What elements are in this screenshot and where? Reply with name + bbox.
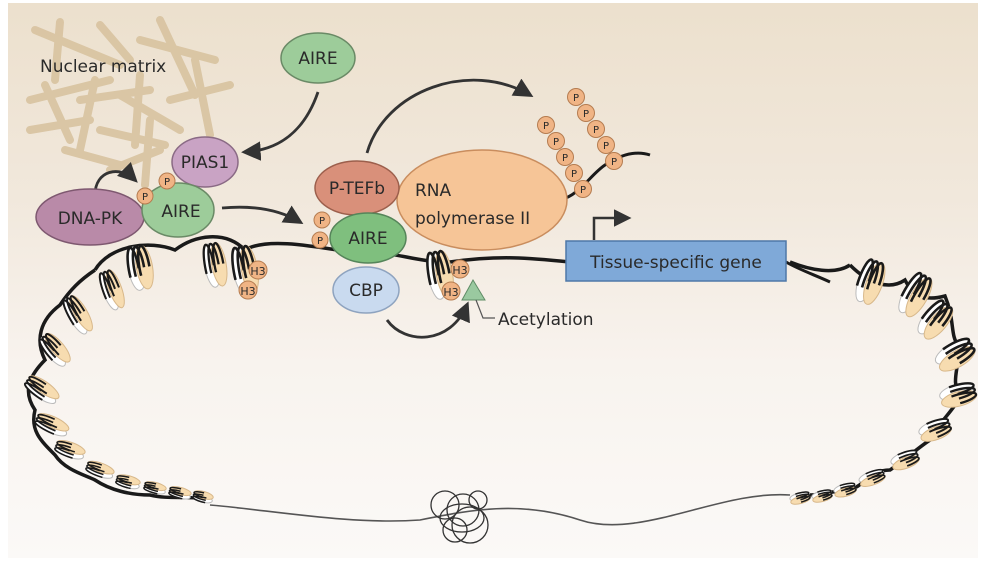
phospho-circle [567,88,585,106]
protein-rna-polymerase-ii: RNA polymerase II [396,149,568,251]
nucleosome [115,474,141,490]
phospho-circle [574,180,592,198]
phospho-circle [597,136,615,154]
svg-text:DNA-PK: DNA-PK [58,209,123,229]
protein-aire-complex: AIRE [329,212,407,264]
condensed-dna-tangle [430,490,489,544]
phospho-label: P [543,121,549,132]
nucleosome [889,449,920,471]
protein-pias1: PIAS1 [171,136,239,188]
nucleosome [168,486,192,500]
phospho-circle [537,116,555,134]
phospho-label: P [562,153,568,164]
protein-dna-pk: DNA-PK [35,188,145,246]
svg-text:RNA: RNA [415,181,452,201]
phospho-group-aire-bound: P P [136,172,176,205]
nucleosome [38,332,71,368]
arrow-aire-to-complex [221,205,304,225]
svg-text:AIRE: AIRE [298,49,337,69]
gene-label: Tissue-specific gene [589,253,762,273]
histone-h3-label: H3 [452,264,467,277]
diagram-background [8,3,978,558]
acetylation-label: Acetylation [498,310,594,330]
phospho-circle [556,148,574,166]
nucleosome [933,337,976,372]
nucleosome [192,490,214,504]
arrow-aire-to-pias1 [241,91,320,161]
nucleosome [854,258,886,306]
svg-text:P: P [142,192,148,203]
phospho-label: P [611,157,617,168]
nucleosome [789,491,811,505]
phospho-label: P [603,141,609,152]
phospho-label: P [553,137,559,148]
protein-aire-bound: AIRE [141,182,215,238]
phospho-label: P [571,169,577,180]
nucleosome [811,489,833,503]
histone-h3-group-left: H3 H3 [238,260,268,300]
phospho-group-aire-complex: P P [311,211,331,249]
svg-text:P-TEFb: P-TEFb [329,179,385,199]
svg-text:AIRE: AIRE [348,229,387,249]
nuclear-matrix-label: Nuclear matrix [40,57,166,77]
phospho-label: P [580,185,586,196]
phospho-circle [565,164,583,182]
nucleosome [143,481,167,495]
dna-lower-strand [209,493,791,526]
svg-text:P: P [164,177,170,188]
nucleosomes [23,241,978,505]
nucleosome [917,417,952,442]
nucleosome [85,460,115,480]
phospho-label: P [593,125,599,136]
arrows [93,78,534,339]
protein-p-tefb: P-TEFb [314,160,400,216]
nucleosome [23,375,60,406]
nucleosome [62,295,93,336]
histone-h3-label: H3 [250,265,265,278]
histone-h3-label: H3 [240,285,255,298]
arrow-cbp-acetylation [385,301,470,339]
nucleosome [202,241,228,289]
phospho-label: P [583,109,589,120]
svg-text:CBP: CBP [349,281,383,301]
phospho-circle [587,120,605,138]
nucleosome [54,439,86,461]
nucleosome [126,244,154,292]
phospho-circle [547,132,565,150]
phospho-circle [605,152,623,170]
svg-text:P: P [319,216,325,227]
nuclear-matrix [26,16,234,189]
nucleosome [858,468,886,487]
svg-text:AIRE: AIRE [161,202,200,222]
nucleosome [833,482,857,498]
svg-text:PIAS1: PIAS1 [181,153,230,173]
nucleosome [938,382,978,408]
protein-cbp: CBP [332,266,400,314]
arrow-ptefb-to-phospho [365,78,534,154]
protein-aire-free: AIRE [280,32,356,84]
histone-h3-label: H3 [443,286,458,299]
svg-text:polymerase II: polymerase II [415,209,530,229]
phospho-label: P [573,93,579,104]
histone-h3-group-center: H3 H3 [441,259,470,301]
nucleosome [98,269,125,312]
phospho-circle [577,104,595,122]
transcription-start-arrow [592,209,632,240]
nucleosome [915,299,954,340]
acetylation-triangle [461,278,486,301]
nucleosome [896,271,933,318]
tissue-specific-gene: Tissue-specific gene [565,240,831,284]
svg-text:P: P [317,236,323,247]
nucleosome [34,413,70,438]
